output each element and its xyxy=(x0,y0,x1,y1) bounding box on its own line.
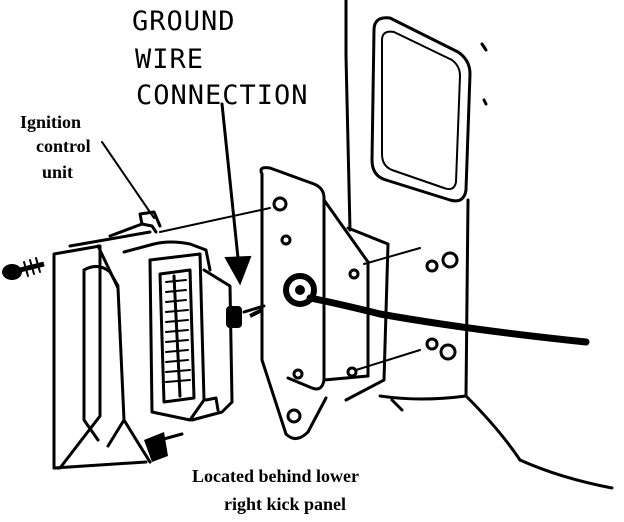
icu-leader-line xyxy=(101,141,155,219)
ground-callout-line1: GROUND xyxy=(132,6,236,37)
mounting-bracket xyxy=(259,166,370,440)
caption-line1: Located behind lower xyxy=(192,466,359,486)
caption-line2: right kick panel xyxy=(224,494,346,514)
ground-callout-line2: WIRE xyxy=(135,44,204,75)
ignition-control-unit xyxy=(52,210,234,470)
icu-label-line2: control xyxy=(36,136,91,156)
icu-label-line1: Ignition xyxy=(20,112,81,132)
icu-label-line3: unit xyxy=(42,162,73,182)
ground-callout-arrow xyxy=(220,102,252,286)
kick-panel-body xyxy=(344,0,614,490)
mounting-screw xyxy=(2,257,45,280)
body-panel-holes xyxy=(425,251,459,361)
ground-wire xyxy=(283,273,590,346)
alignment-lines xyxy=(159,207,421,371)
